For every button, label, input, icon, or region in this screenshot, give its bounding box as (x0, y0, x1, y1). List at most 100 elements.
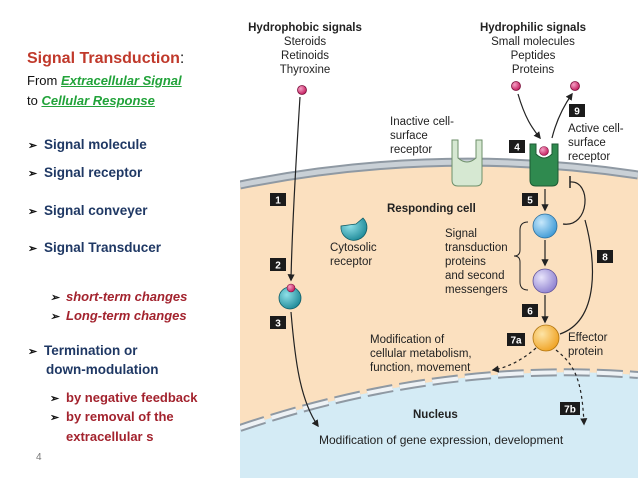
effector-label: protein (568, 346, 603, 358)
bullet-text: Signal Transducer (44, 240, 162, 255)
bullet-text: Signal molecule (44, 137, 147, 152)
cytosolic-receptor-label: receptor (330, 256, 372, 268)
sub-bullet-short-term: ➢ short-term changes (50, 289, 187, 304)
bullet-signal-molecule: ➢ Signal molecule (28, 137, 147, 152)
hydrophilic-ligand (511, 81, 521, 91)
bullet-arrow-icon: ➢ (28, 168, 38, 180)
transduction-label: Signal (445, 228, 477, 240)
sub-bullet-text: by negative feedback (66, 390, 198, 405)
step-7b-badge (560, 402, 580, 415)
hydrophobic-entry-arrow (287, 96, 301, 282)
hydrophilic-item: Proteins (512, 64, 554, 76)
inactive-receptor-label: receptor (390, 144, 432, 156)
effector-protein (532, 324, 560, 352)
sub-bullet-text: short-term changes (66, 289, 188, 304)
sub-bullet-negative-feedback: ➢ by negative feedback (50, 390, 198, 405)
nucleus-region (240, 372, 638, 478)
hydrophilic-item: Small molecules (491, 36, 575, 48)
step-8-label: 8 (602, 253, 608, 264)
nucleus-label: Nucleus (413, 409, 458, 421)
transduction-label: and second (445, 270, 504, 282)
feedback-arrow (562, 181, 586, 225)
step-4-badge (509, 140, 525, 153)
sub-bullet-removal: ➢by removal of the (50, 409, 174, 424)
step-1-label: 1 (275, 196, 281, 207)
active-receptor-label: Active cell- (568, 123, 624, 135)
hydrophobic-ligand (297, 85, 307, 95)
sub-bullet-removal-cont: extracellular s (66, 429, 154, 444)
step-1-badge (270, 193, 286, 206)
receptor-bound-ligand (539, 146, 549, 156)
metabolism-label: Modification of (370, 334, 445, 346)
released-ligand (570, 81, 580, 91)
active-receptor (529, 143, 559, 187)
bullet-arrow-icon: ➢ (28, 346, 38, 358)
ligand-release-arrow (551, 92, 573, 139)
step-7a-label: 7a (510, 336, 522, 347)
gene-expression-label: Modification of gene expression, develop… (319, 433, 564, 447)
step-3-badge (270, 316, 286, 329)
sub-bullet-arrow-icon: ➢ (50, 412, 60, 424)
bullet-signal-conveyer: ➢ Signal conveyer (28, 203, 148, 218)
bullet-arrow-icon: ➢ (28, 140, 38, 152)
cytosolic-receptor-label: Cytosolic (330, 242, 377, 254)
to-prefix: to (27, 93, 42, 108)
transduction-label: transduction (445, 242, 508, 254)
step-3-label: 3 (275, 319, 281, 330)
inactive-receptor-label: surface (390, 130, 428, 142)
bullet-text: Termination or (44, 343, 138, 358)
extracellular-signal-link[interactable]: Extracellular Signal (60, 73, 182, 88)
plasma-membrane-inner (240, 159, 638, 188)
from-prefix: From (27, 73, 61, 88)
step-2-badge (270, 258, 286, 271)
feedback-line (559, 219, 594, 335)
responding-cell-label: Responding cell (387, 203, 476, 215)
nucleus-entry-arrow (290, 311, 319, 428)
from-line: From Extracellular Signal (27, 73, 182, 88)
bullet-arrow-icon: ➢ (28, 206, 38, 218)
metabolism-label: function, movement (370, 362, 471, 374)
bullet-text: Signal conveyer (44, 203, 148, 218)
title-text: Signal Transduction (27, 50, 180, 67)
sub-bullet-text: Long-term changes (66, 308, 187, 323)
inactive-receptor-label: Inactive cell- (390, 116, 454, 128)
step-8-badge (597, 250, 613, 263)
hydrophobic-item: Retinoids (281, 50, 329, 62)
bullet-arrow-icon: ➢ (28, 243, 38, 255)
slide-text-panel: Signal Transduction: From Extracellular … (0, 0, 240, 478)
step-5-label: 5 (527, 196, 533, 207)
step-2-label: 2 (275, 261, 281, 272)
page-number: 4 (36, 452, 42, 463)
bullet-text: Signal receptor (44, 165, 143, 180)
hydrophobic-heading: Hydrophobic signals (248, 22, 362, 34)
inactive-receptor (451, 139, 483, 187)
cascade-brace (513, 221, 529, 291)
step-7a-badge (507, 333, 525, 346)
step-5-badge (522, 193, 538, 206)
sub-bullet-long-term: ➢Long-term changes (50, 308, 187, 323)
step-6-label: 6 (527, 307, 533, 318)
transduction-label: proteins (445, 256, 486, 268)
slide-title: Signal Transduction: (27, 50, 184, 68)
cellular-response-link[interactable]: Cellular Response (41, 93, 155, 108)
effector-label: Effector (568, 332, 608, 344)
active-receptor-label: receptor (568, 151, 610, 163)
hydrophilic-item: Peptides (511, 50, 556, 62)
hydrophilic-heading: Hydrophilic signals (480, 22, 586, 34)
transduction-protein-blue (532, 213, 558, 239)
sub-bullet-arrow-icon: ➢ (50, 292, 60, 304)
hydrophobic-item: Steroids (284, 36, 326, 48)
step-9-badge (569, 104, 585, 117)
step-6-badge (522, 304, 538, 317)
active-receptor-label: surface (568, 137, 606, 149)
bullet-termination: ➢ Termination or (28, 343, 138, 358)
bullet-signal-transducer: ➢ Signal Transducer (28, 240, 161, 255)
title-colon: : (179, 50, 185, 67)
ligand-binding-arrow (517, 93, 541, 140)
sub-bullet-arrow-icon: ➢ (50, 393, 60, 405)
cytosolic-receptor (340, 217, 368, 241)
transduction-label: messengers (445, 284, 508, 296)
termination-line-2: down-modulation (46, 362, 159, 377)
to-line: to Cellular Response (27, 93, 155, 108)
